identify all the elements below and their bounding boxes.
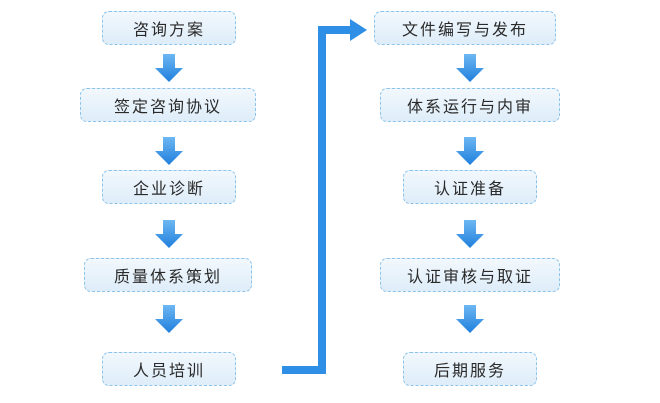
step-document-writing: 文件编写与发布: [374, 11, 556, 45]
down-arrow-icon: [155, 137, 183, 165]
step-certification-prep: 认证准备: [403, 170, 537, 204]
step-enterprise-diagnosis: 企业诊断: [102, 170, 236, 204]
connector-arrow-line: [282, 26, 352, 374]
down-arrow-icon: [456, 220, 484, 248]
down-arrow-icon: [155, 54, 183, 82]
down-arrow-icon: [456, 305, 484, 333]
right-arrow-icon: [350, 19, 367, 41]
step-quality-system-planning: 质量体系策划: [84, 258, 252, 292]
step-after-service: 后期服务: [403, 352, 537, 386]
down-arrow-icon: [456, 54, 484, 82]
step-staff-training: 人员培训: [102, 352, 236, 386]
down-arrow-icon: [456, 137, 484, 165]
down-arrow-icon: [155, 305, 183, 333]
step-sign-agreement: 签定咨询协议: [80, 88, 256, 122]
down-arrow-icon: [155, 220, 183, 248]
step-consulting-plan: 咨询方案: [102, 11, 236, 45]
step-system-operation-audit: 体系运行与内审: [380, 88, 560, 122]
step-certification-audit: 认证审核与取证: [380, 258, 560, 292]
